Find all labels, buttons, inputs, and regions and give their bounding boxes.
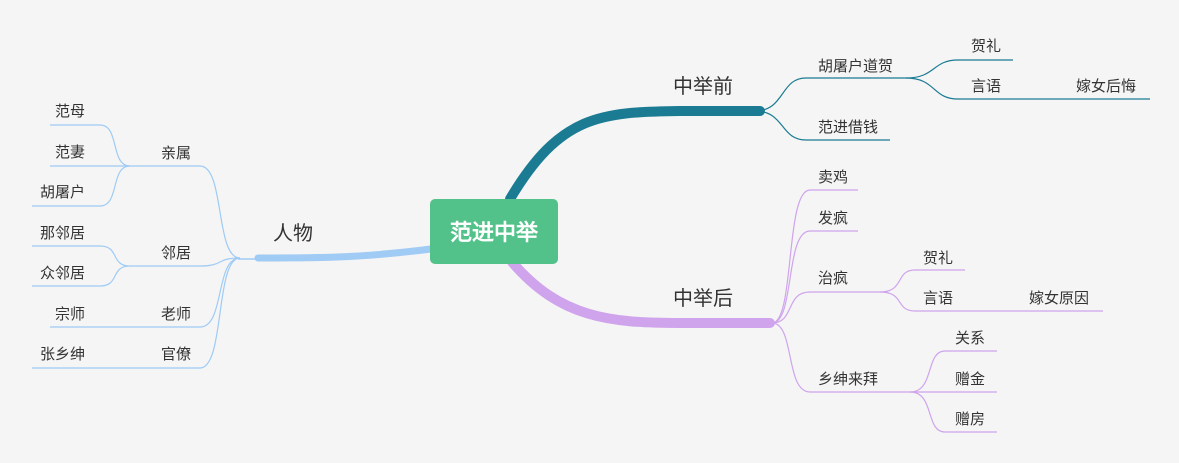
node-before-gift[interactable]: 贺礼	[971, 37, 1001, 55]
node-before-words[interactable]: 言语	[971, 77, 1001, 95]
node-borrow-money[interactable]: 范进借钱	[818, 118, 878, 136]
node-fan-wife[interactable]: 范妻	[55, 143, 85, 161]
node-relatives[interactable]: 亲属	[161, 144, 191, 162]
node-neighbors[interactable]: 邻居	[161, 244, 191, 262]
node-relationship[interactable]: 关系	[955, 329, 985, 347]
node-marriage-regret[interactable]: 嫁女后悔	[1076, 77, 1136, 95]
branch-edge-after	[507, 257, 775, 328]
node-sell-chicken[interactable]: 卖鸡	[818, 168, 848, 186]
node-that-neighbor[interactable]: 那邻居	[40, 224, 85, 242]
node-after-words[interactable]: 言语	[923, 289, 953, 307]
branch-before-label[interactable]: 中举前	[673, 74, 733, 98]
node-zhang-gentry[interactable]: 张乡绅	[40, 345, 85, 363]
after-edges	[771, 189, 1103, 433]
node-gentry-visit[interactable]: 乡绅来拜	[818, 370, 878, 388]
people-edges	[32, 124, 241, 369]
node-butcher-hu[interactable]: 胡屠户	[40, 183, 85, 201]
branch-edge-people	[254, 245, 435, 262]
node-marriage-reason[interactable]: 嫁女原因	[1029, 289, 1089, 307]
node-teacher[interactable]: 老师	[161, 305, 191, 323]
node-cure-madness[interactable]: 治疯	[818, 269, 848, 287]
node-all-neighbors[interactable]: 众邻居	[40, 264, 85, 282]
root-node-label: 范进中举	[450, 220, 539, 246]
branch-edge-before	[505, 106, 765, 204]
node-zongshi[interactable]: 宗师	[55, 305, 85, 323]
node-gift-money[interactable]: 赠金	[955, 370, 985, 388]
node-officials[interactable]: 官僚	[161, 345, 191, 363]
branch-people-label[interactable]: 人物	[273, 221, 313, 245]
node-go-mad[interactable]: 发疯	[818, 209, 848, 227]
before-edges	[754, 59, 1150, 141]
branch-after-label[interactable]: 中举后	[673, 286, 733, 310]
root-node[interactable]: 范进中举	[430, 199, 558, 264]
node-fan-mother[interactable]: 范母	[55, 102, 85, 120]
node-after-gift[interactable]: 贺礼	[923, 249, 953, 267]
root-node-box	[430, 199, 558, 264]
node-hutu-congrats[interactable]: 胡屠户道贺	[818, 57, 893, 75]
node-gift-house[interactable]: 赠房	[955, 410, 985, 428]
